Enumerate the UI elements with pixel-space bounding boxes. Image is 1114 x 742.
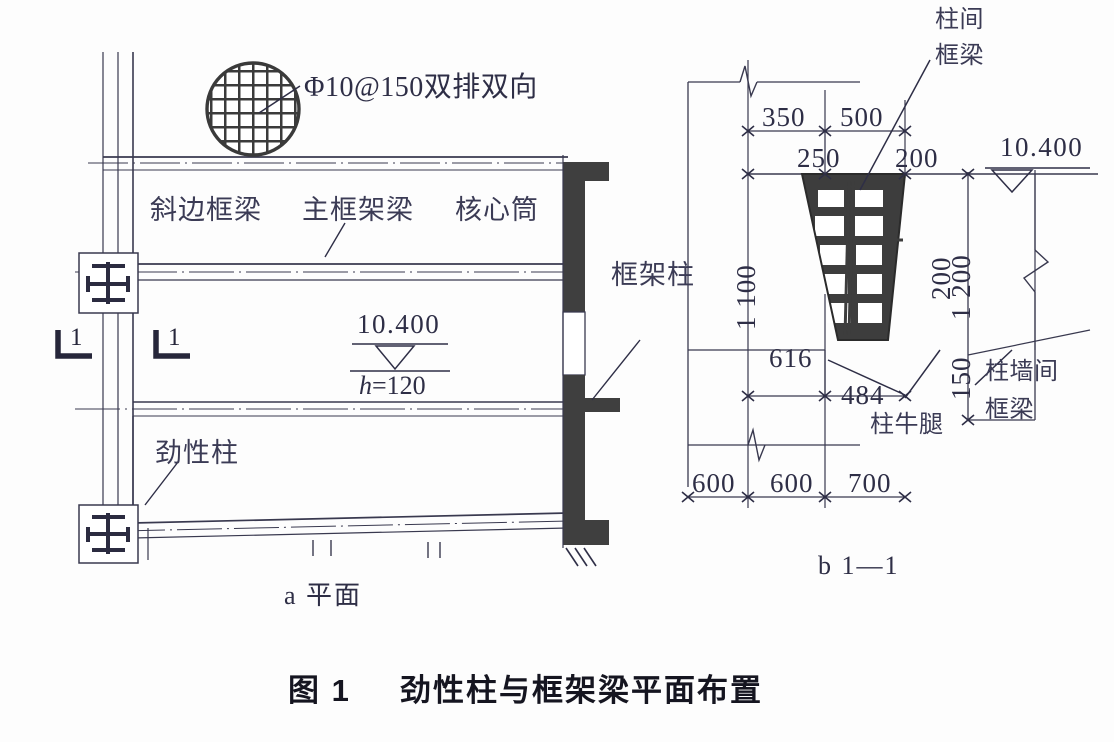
section-mark-right-number: 1	[168, 324, 181, 351]
dim-500: 500	[840, 102, 884, 132]
core-tube-wall	[562, 155, 620, 567]
dim-150-vertical: 150	[946, 356, 976, 401]
column-corbel-section	[800, 173, 907, 341]
section-dim-ticks	[681, 125, 975, 503]
slant-beam-label: 斜边框梁	[150, 195, 262, 225]
mesh-spec-label: Φ10@150双排双向	[304, 72, 538, 103]
plan-slab-thickness-note: h=120	[359, 373, 426, 399]
dim-1100-vertical: 1 100	[731, 264, 761, 330]
section-leader-lines	[827, 59, 1013, 399]
steel-column-lower	[78, 504, 139, 564]
steel-column-upper	[78, 252, 139, 314]
dim-616: 616	[769, 343, 813, 373]
dim-700: 700	[848, 468, 892, 498]
dim-600-a: 600	[692, 468, 736, 498]
dim-200-top: 200	[895, 143, 939, 173]
plan-view-geometry	[75, 52, 569, 560]
dim-250: 250	[797, 143, 841, 173]
subcaption-section: b 1—1	[818, 551, 900, 580]
reinforcement-mesh-detail	[205, 61, 301, 157]
core-tube-label: 核心筒	[455, 195, 539, 225]
dim-350: 350	[762, 102, 806, 132]
section-view-geometry	[687, 60, 1098, 508]
dim-200-right-vertical: 200	[926, 256, 956, 301]
plan-leader-lines	[144, 222, 641, 506]
plan-elevation-value: 10.400	[357, 309, 441, 339]
steel-column-label: 劲性柱	[155, 438, 239, 468]
thickness-value: =120	[372, 371, 426, 400]
dim-484: 484	[841, 380, 885, 410]
dim-600-b: 600	[770, 468, 814, 498]
plan-elevation-symbol	[350, 343, 450, 372]
section-elevation-symbol	[985, 167, 1090, 194]
column-wall-beam-label-line1: 柱墙间	[985, 359, 1059, 385]
column-wall-beam-label-line2: 框梁	[985, 397, 1034, 423]
section-elevation-value: 10.400	[1000, 132, 1084, 162]
section-mark-symbols	[55, 330, 190, 359]
figure-caption-number: 图 1	[288, 673, 351, 708]
main-frame-beam-label: 主框架梁	[302, 195, 414, 225]
column-corbel-label: 柱牛腿	[870, 412, 944, 438]
inter-column-beam-label-line2: 框梁	[935, 43, 984, 69]
figure-caption-title: 劲性柱与框架梁平面布置	[400, 673, 763, 708]
thickness-symbol: h	[359, 371, 372, 400]
subcaption-plan: a 平面	[284, 581, 363, 610]
section-mark-left-number: 1	[70, 324, 83, 351]
frame-column-label: 框架柱	[611, 260, 695, 290]
inter-column-beam-label-line1: 柱间	[935, 7, 984, 33]
